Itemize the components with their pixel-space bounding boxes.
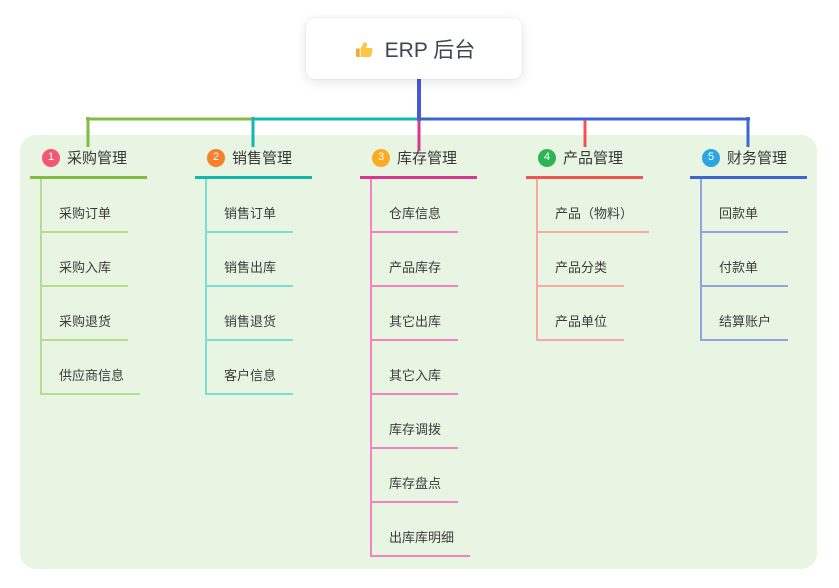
branch-product: 4 产品管理 产品（物料） 产品分类 产品单位 [526,145,650,341]
root-title: ERP 后台 [384,38,476,62]
thumbs-up-icon [353,38,375,60]
child-node[interactable]: 供应商信息 [42,341,141,395]
branch-title-purchase[interactable]: 1 采购管理 [30,145,148,179]
mindmap-canvas-panel [20,135,817,569]
child-node[interactable]: 产品库存 [372,233,458,287]
child-node[interactable]: 产品（物料） [538,179,650,233]
branch-title-finance[interactable]: 5 财务管理 [690,145,808,179]
branch-children: 回款单 付款单 结算账户 [700,179,807,341]
branch-title-product[interactable]: 4 产品管理 [526,145,644,179]
child-node[interactable]: 产品分类 [538,233,624,287]
branch-number-badge: 5 [702,148,720,167]
root-node[interactable]: ERP 后台 [306,18,522,79]
child-node[interactable]: 其它出库 [372,287,458,341]
child-node[interactable]: 销售订单 [207,179,293,233]
child-node[interactable]: 采购入库 [42,233,128,287]
child-node[interactable]: 销售出库 [207,233,293,287]
branch-title-inventory[interactable]: 3 库存管理 [360,145,478,179]
child-node[interactable]: 销售退货 [207,287,293,341]
child-node[interactable]: 回款单 [702,179,788,233]
branch-label: 销售管理 [232,150,293,167]
branch-inventory: 3 库存管理 仓库信息 产品库存 其它出库 其它入库 库存调拨 库存盘点 出库库… [360,145,478,557]
branch-number-badge: 4 [538,148,556,167]
child-node[interactable]: 产品单位 [538,287,624,341]
branch-purchase: 1 采购管理 采购订单 采购入库 采购退货 供应商信息 [30,145,148,395]
child-node[interactable]: 库存盘点 [372,449,458,503]
child-node[interactable]: 付款单 [702,233,788,287]
child-node[interactable]: 结算账户 [702,287,788,341]
child-node[interactable]: 采购退货 [42,287,128,341]
branch-children: 采购订单 采购入库 采购退货 供应商信息 [40,179,147,395]
branch-children: 销售订单 销售出库 销售退货 客户信息 [205,179,312,395]
branch-number-badge: 3 [372,148,390,167]
child-node[interactable]: 出库库明细 [372,503,471,557]
branch-finance: 5 财务管理 回款单 付款单 结算账户 [690,145,808,341]
branch-label: 产品管理 [563,150,624,167]
branch-number-badge: 1 [42,148,60,167]
branch-number-badge: 2 [207,148,225,167]
branch-children: 产品（物料） 产品分类 产品单位 [536,179,650,341]
branch-label: 财务管理 [727,150,788,167]
branch-label: 采购管理 [67,150,128,167]
branch-title-sales[interactable]: 2 销售管理 [195,145,313,179]
branch-label: 库存管理 [397,150,458,167]
branch-children: 仓库信息 产品库存 其它出库 其它入库 库存调拨 库存盘点 出库库明细 [370,179,477,557]
child-node[interactable]: 采购订单 [42,179,128,233]
child-node[interactable]: 其它入库 [372,341,458,395]
child-node[interactable]: 客户信息 [207,341,293,395]
branch-sales: 2 销售管理 销售订单 销售出库 销售退货 客户信息 [195,145,313,395]
child-node[interactable]: 仓库信息 [372,179,458,233]
child-node[interactable]: 库存调拨 [372,395,458,449]
